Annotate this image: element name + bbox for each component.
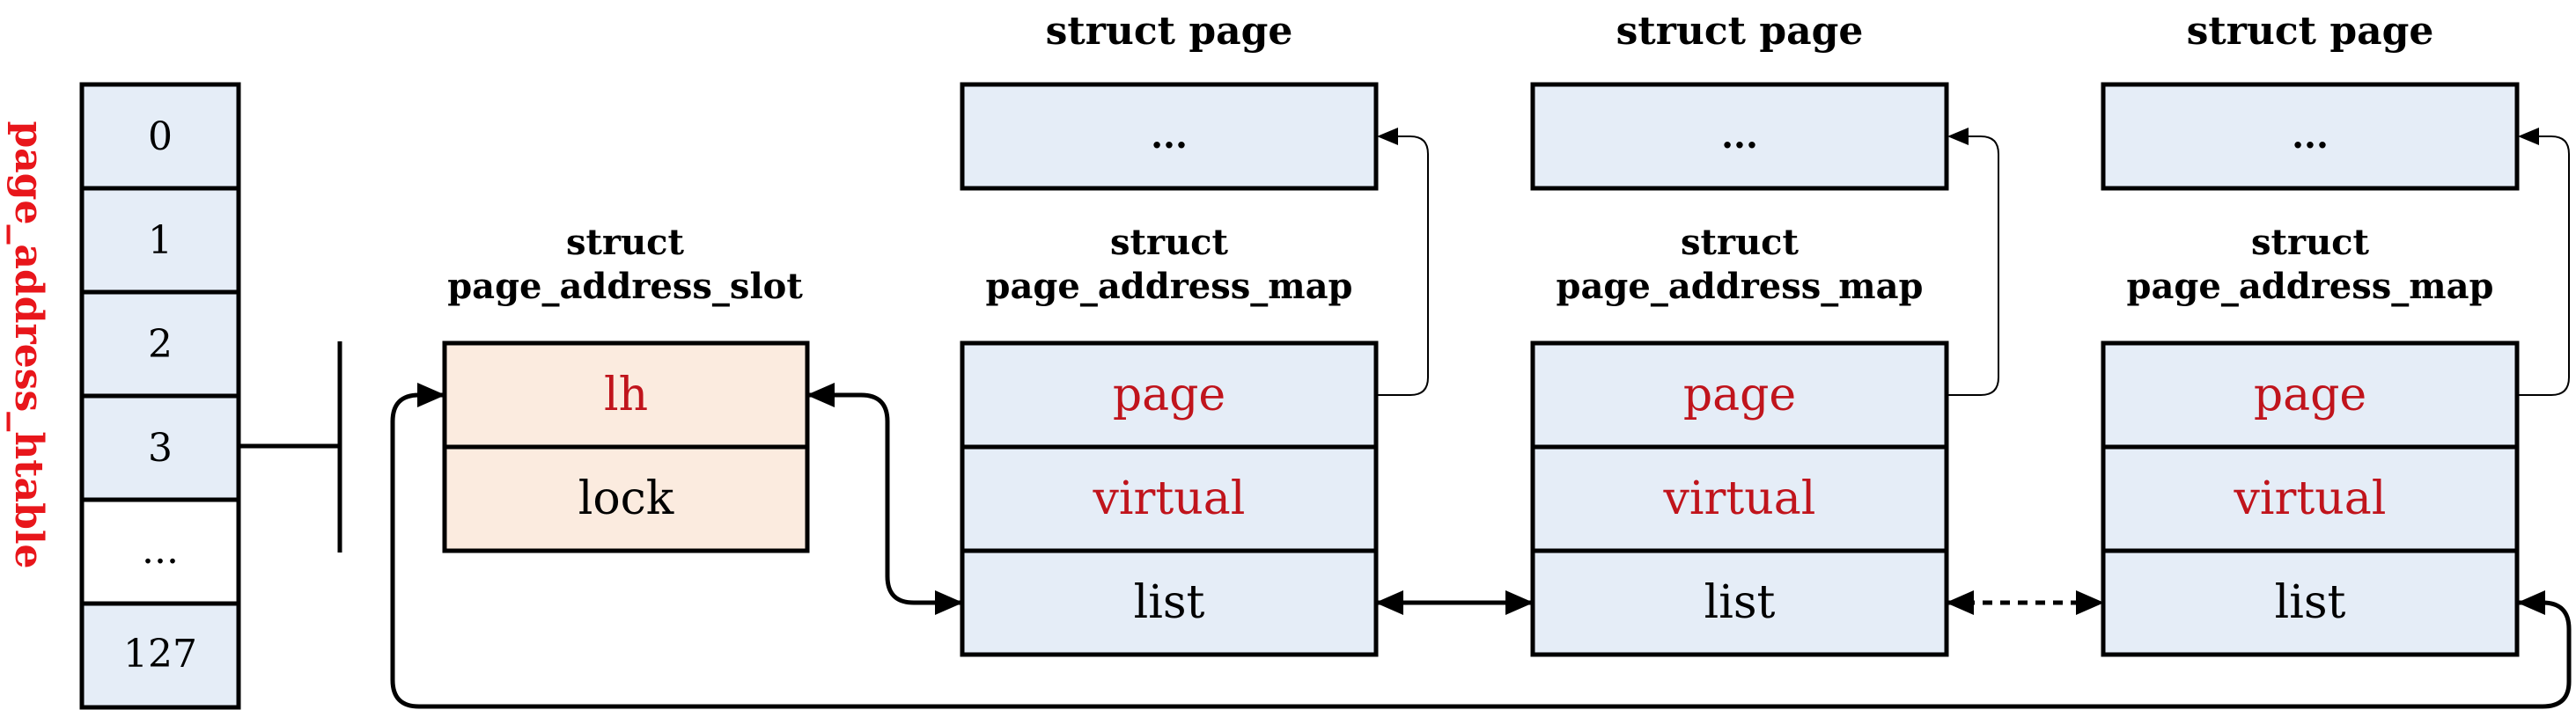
map1-field-list: list (1704, 576, 1776, 629)
map2-page-header: struct page (2187, 9, 2434, 54)
htable-label: page_address_htable (6, 121, 51, 568)
slot-header-line1: struct (566, 222, 685, 263)
map2-header-line2: page_address_map (2127, 266, 2494, 307)
page-address-map-2: struct page ... struct page_address_map … (2101, 9, 2570, 657)
map0-page-header: struct page (1046, 9, 1293, 54)
slot-field-lock: lock (578, 472, 674, 525)
slot-field-lh: lh (604, 369, 648, 421)
lh-to-map0-list-link (806, 383, 963, 615)
map0-page-box (960, 82, 1379, 191)
htable-index-3: 3 (148, 426, 173, 471)
htable-index-1: 1 (148, 218, 173, 263)
map1-header-line1: struct (1681, 222, 1800, 263)
map1-page-body: ... (1721, 115, 1758, 157)
map0-header-line1: struct (1110, 222, 1229, 263)
map2-field-list: list (2275, 576, 2346, 629)
page-address-map-1: struct page ... struct page_address_map … (1530, 9, 1999, 657)
htable-index-2: 2 (148, 322, 173, 367)
map2-page-pointer (2517, 128, 2570, 396)
map0-page-body: ... (1151, 115, 1188, 157)
page-address-slot: struct page_address_slot lh lock (442, 222, 810, 553)
map1-field-virtual: virtual (1663, 472, 1816, 525)
map0-field-page: page (1113, 369, 1225, 421)
page-address-map-0: struct page ... struct page_address_map … (960, 9, 1429, 657)
htable-index-127: 127 (123, 632, 197, 677)
map1-page-pointer (1947, 128, 1999, 396)
map1-header-line2: page_address_map (1557, 266, 1924, 307)
map1-field-page: page (1683, 369, 1796, 421)
htable-index-ellipsis: ... (142, 528, 179, 573)
map2-field-page: page (2254, 369, 2366, 421)
map2-list-to-lh-wrap-link (390, 383, 2572, 709)
htable-cell-127 (79, 601, 241, 710)
slot-header-line2: page_address_slot (447, 266, 803, 307)
htable-index-0: 0 (148, 114, 173, 159)
map2-field-virtual: virtual (2234, 472, 2387, 525)
map2-header-line1: struct (2251, 222, 2370, 263)
map0-field-list: list (1134, 576, 1205, 629)
map2-page-box (2101, 82, 2520, 191)
map0-header-line2: page_address_map (986, 266, 1353, 307)
htable-column: 0 1 2 3 ... 127 (79, 82, 241, 710)
htable-cell-0 (79, 82, 241, 191)
map1-page-header: struct page (1616, 9, 1864, 54)
map0-field-virtual: virtual (1093, 472, 1246, 525)
map2-page-body: ... (2292, 115, 2329, 157)
map0-page-pointer (1376, 128, 1429, 396)
map1-page-box (1530, 82, 1949, 191)
